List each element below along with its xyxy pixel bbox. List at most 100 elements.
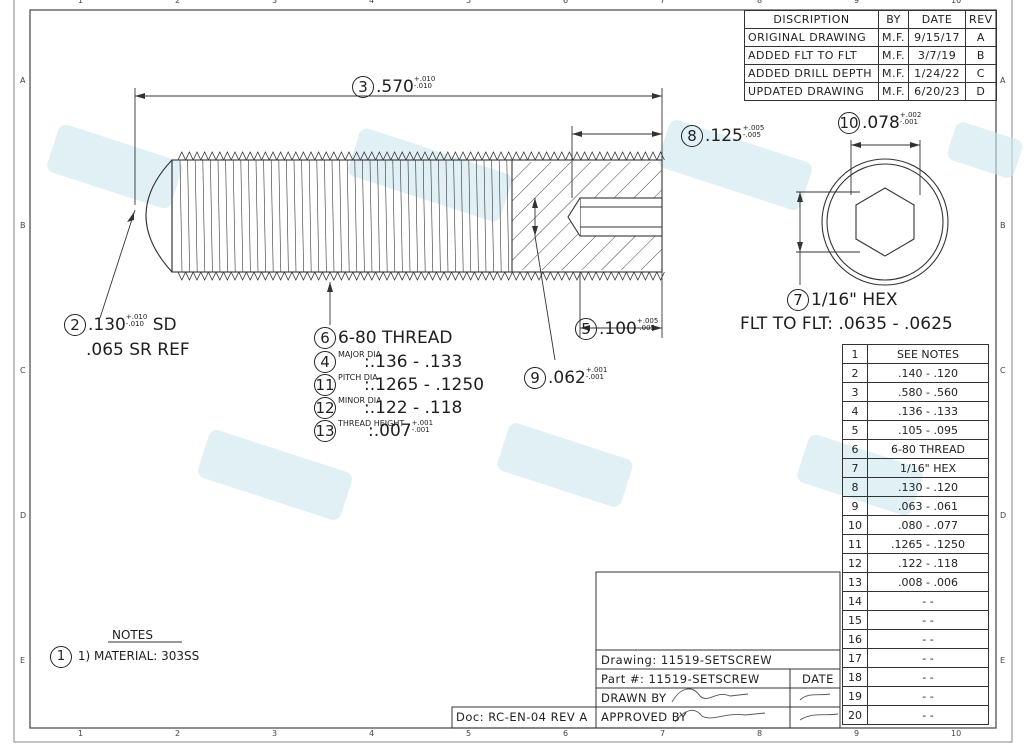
dimension-table-index: 11: [842, 534, 868, 554]
dim-drill-dia: 9.062+.001-.001: [524, 367, 607, 389]
balloon-13: 13: [314, 420, 336, 442]
title-part-number: Part #: 11519-SETSCREW: [601, 672, 760, 686]
rev-date: 1/24/22: [908, 64, 967, 83]
rev-description: ORIGINAL DRAWING: [744, 28, 879, 47]
signatures: [671, 688, 839, 723]
rev-description: UPDATED DRAWING: [744, 82, 879, 101]
dimension-table-value: - -: [867, 667, 989, 687]
dimension-table-index: 4: [842, 401, 868, 421]
dimension-table-index: 10: [842, 515, 868, 535]
dim-value: .130: [88, 315, 126, 335]
zone-letter: E: [1000, 656, 1006, 665]
dimension-table-index: 15: [842, 610, 868, 630]
zone-number: 7: [660, 729, 666, 738]
rev-letter: B: [965, 46, 997, 65]
dimension-table-index: 9: [842, 496, 868, 516]
dimension-table-index: 14: [842, 591, 868, 611]
dimension-table-value: .080 - .077: [867, 515, 989, 535]
dimension-table-index: 2: [842, 363, 868, 383]
zone-number: 9: [854, 0, 860, 5]
dimension-table-index: 19: [842, 686, 868, 706]
rev-by: M.F.: [877, 82, 910, 101]
dimension-table-value: - -: [867, 705, 989, 725]
dim-value: .125: [705, 126, 743, 146]
dim-overall-length: 3.570+.010-.010: [352, 76, 435, 98]
dimension-table-index: 12: [842, 553, 868, 573]
dimension-table-value: 6-80 THREAD: [867, 439, 989, 459]
dimension-table-value: .136 - .133: [867, 401, 989, 421]
screw-end-view: [821, 158, 949, 286]
balloon-10: 10: [838, 112, 860, 134]
dimension-table-index: 6: [842, 439, 868, 459]
dim-value: .100: [599, 319, 637, 339]
rev-header-rev: REV: [965, 10, 997, 29]
rev-date: 3/7/19: [908, 46, 967, 65]
dimension-table-index: 7: [842, 458, 868, 478]
dimension-table-row: 17- -: [842, 648, 989, 668]
dimension-table-index: 13: [842, 572, 868, 592]
screw-side-view: [145, 159, 663, 273]
dim-prefix: PITCH DIA: [338, 373, 378, 382]
dim-value: .062: [548, 368, 586, 388]
dimension-table-row: 15- -: [842, 610, 989, 630]
dim-hex-depth: 10.078+.002-.001: [838, 112, 921, 134]
rev-header-date: DATE: [908, 10, 967, 29]
rev-date: 9/15/17: [908, 28, 967, 47]
revision-row: UPDATED DRAWING M.F. 6/20/23 D: [744, 82, 997, 101]
dimension-table-row: 19- -: [842, 686, 989, 706]
zone-letter: C: [1000, 366, 1006, 375]
zone-letter: C: [20, 366, 26, 375]
dim-suffix: SD: [152, 315, 177, 335]
rev-letter: D: [965, 82, 997, 101]
dim-tolerance: +.005-.005: [636, 317, 659, 332]
dim-text: 6-80 THREAD: [338, 328, 453, 348]
zone-letter: D: [20, 511, 27, 520]
dim-tolerance: +.010-.010: [125, 313, 148, 328]
rev-date: 6/20/23: [908, 82, 967, 101]
title-block-lines: [108, 571, 841, 729]
balloon-7: 7: [787, 289, 809, 311]
dim-value: :.122 - .118: [364, 398, 463, 418]
dimension-table-row: 10.080 - .077: [842, 515, 989, 535]
rev-header-by: BY: [877, 10, 910, 29]
revision-row: ORIGINAL DRAWING M.F. 9/15/17 A: [744, 28, 997, 47]
zone-letter: A: [20, 76, 26, 85]
dim-ball-diameter: 2.130+.010-.010 SD: [64, 314, 177, 336]
balloon-1: 1: [50, 646, 72, 668]
dimension-table-value: - -: [867, 610, 989, 630]
zone-letter: B: [1000, 221, 1006, 230]
balloon-2: 2: [64, 314, 86, 336]
rev-letter: C: [965, 64, 997, 83]
dimension-table-row: 16- -: [842, 629, 989, 649]
dimension-table-row: 13.008 - .006: [842, 572, 989, 592]
zone-number: 3: [272, 0, 278, 5]
balloon-12: 12: [314, 397, 336, 419]
dimension-table-index: 8: [842, 477, 868, 497]
rev-description: ADDED FLT TO FLT: [744, 46, 879, 65]
zone-number: 2: [175, 0, 181, 5]
dimension-table-value: - -: [867, 591, 989, 611]
dimension-table-row: 9.063 - .061: [842, 496, 989, 516]
title-approved-by: APPROVED BY: [601, 710, 688, 724]
zone-number: 4: [369, 729, 375, 738]
dimension-table-value: SEE NOTES: [867, 344, 989, 364]
dimension-table-value: - -: [867, 629, 989, 649]
dim-tolerance: +.010-.010: [413, 75, 436, 90]
dimension-table-index: 1: [842, 344, 868, 364]
dimension-table-value: 1/16" HEX: [867, 458, 989, 478]
balloon-8: 8: [681, 125, 703, 147]
revision-row: ADDED DRILL DEPTH M.F. 1/24/22 C: [744, 64, 997, 83]
dimension-table-row: 11.1265 - .1250: [842, 534, 989, 554]
balloon-9: 9: [524, 367, 546, 389]
dimension-table-row: 5.105 - .095: [842, 420, 989, 440]
dim-value: :.1265 - .1250: [364, 375, 485, 395]
zone-number: 8: [757, 0, 763, 5]
zone-number: 6: [563, 729, 569, 738]
